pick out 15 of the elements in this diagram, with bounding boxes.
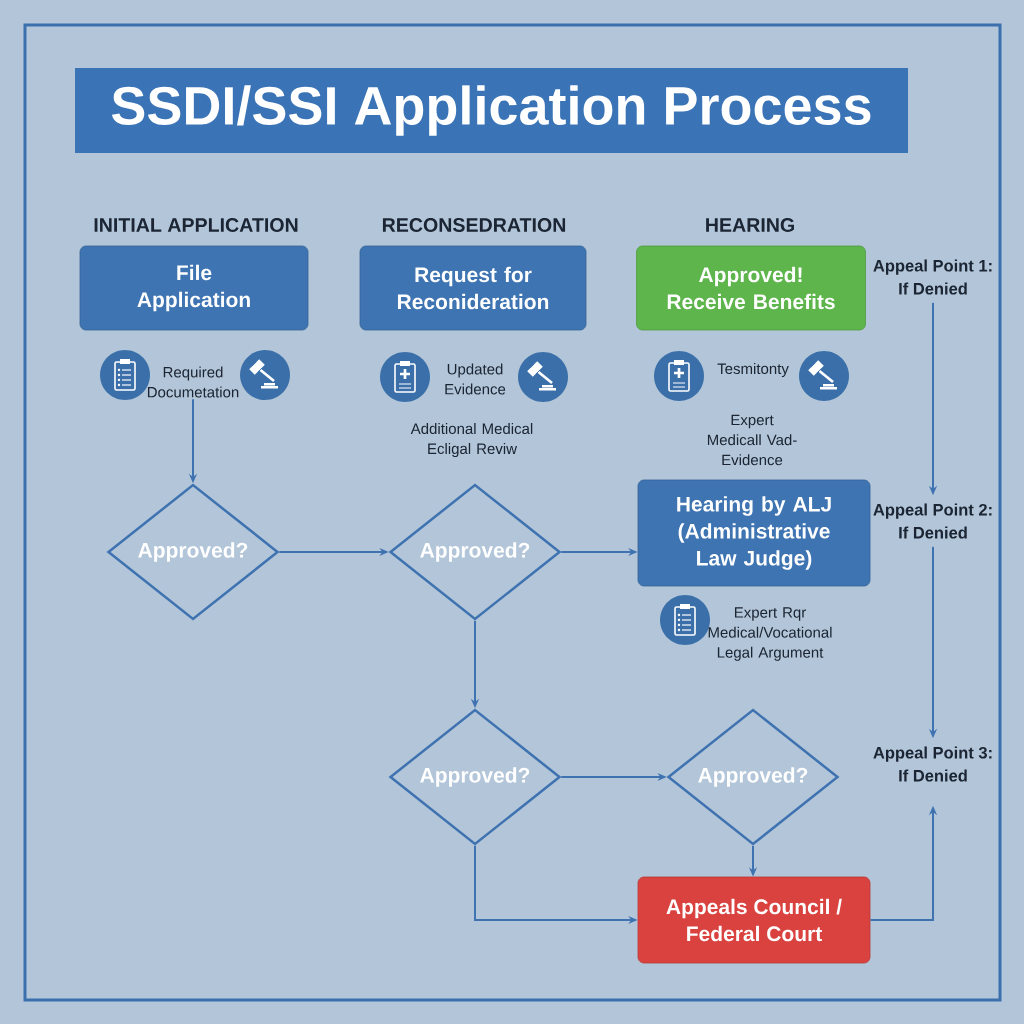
process-box: File Application — [79, 245, 309, 331]
note-text: Tesmitonty — [717, 363, 789, 377]
process-box: Approved! Receive Benefits — [636, 245, 866, 331]
process-box: Request for Reconideration — [359, 245, 587, 331]
process-box: Appeals Council / Federal Court — [637, 876, 871, 964]
note-text: Updated Evidence — [445, 363, 506, 395]
note-text: Required Documetation — [147, 366, 239, 398]
note-text: Expert Rqr Medical/Vocational Legal Argument — [708, 607, 832, 661]
step-label: Appeal Point 1: If Denied — [873, 259, 992, 295]
note-text: Expert Medicall Vad- Evidence — [707, 414, 797, 466]
process-box: Hearing by ALJ (Administrative Law Judge) — [637, 479, 871, 587]
step-label: Appeal Point 3: If Denied — [873, 746, 992, 782]
step-label: Appeal Point 2: If Denied — [873, 503, 992, 539]
note-text: Additional Medical Ecligal Reviw — [410, 423, 533, 457]
title-banner: SSDI/SSI Application Process — [75, 68, 908, 153]
